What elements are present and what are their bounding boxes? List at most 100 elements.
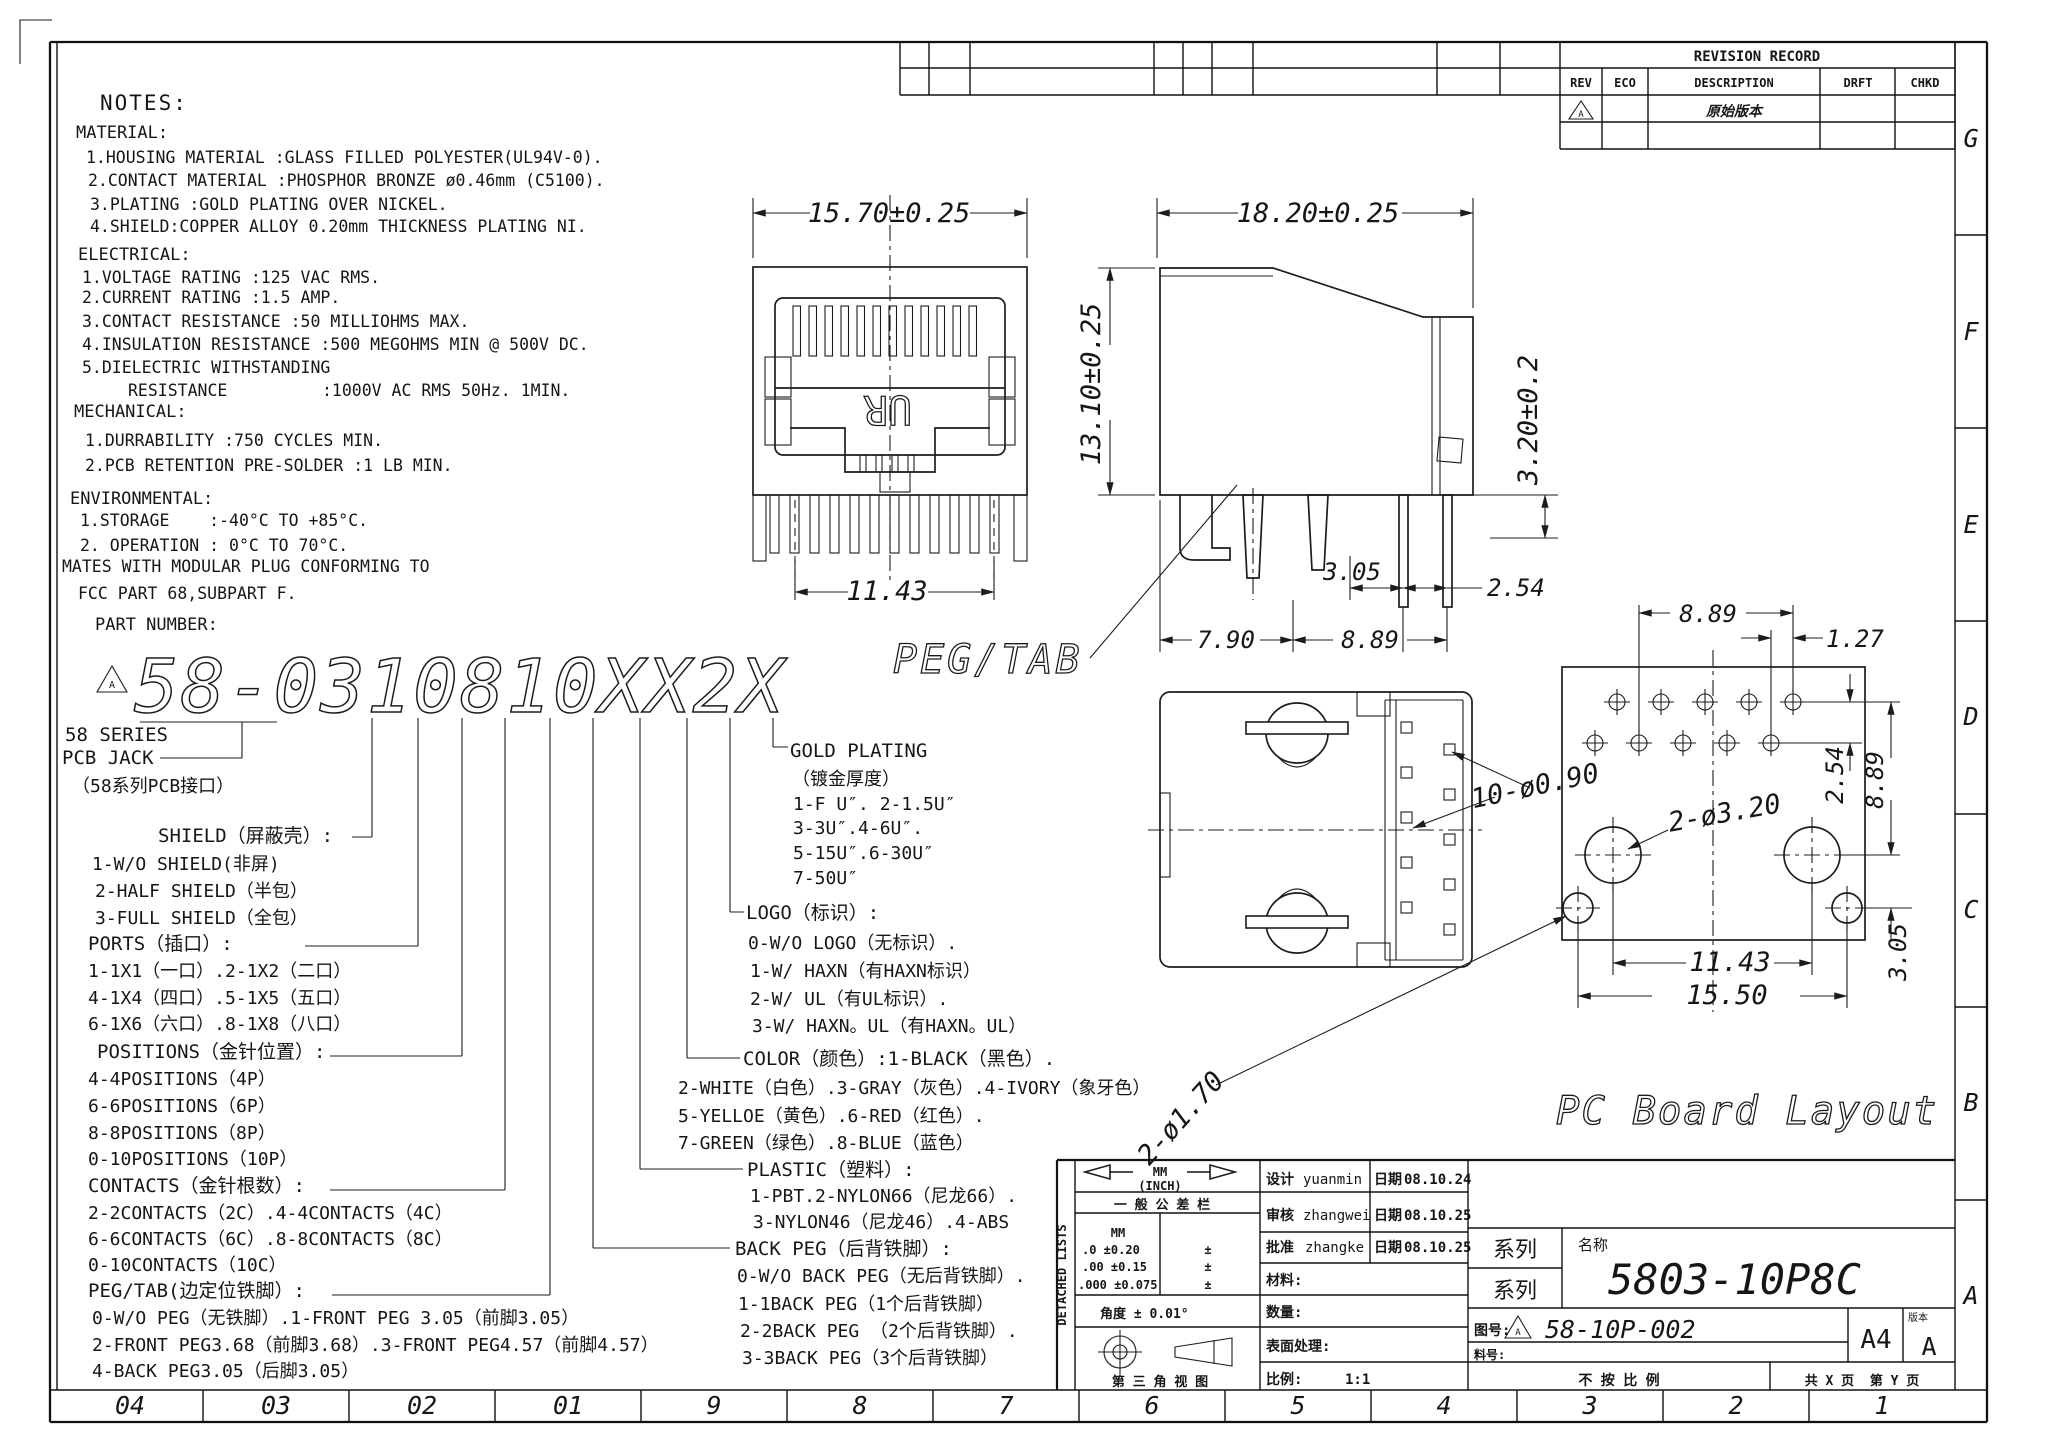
tolerance-unit: MM — [1111, 1226, 1125, 1240]
revision-record-table: REVISION RECORD REV ECO DESCRIPTION DRFT… — [899, 42, 1956, 150]
positions-option: 8-8POSITIONS（8P） — [88, 1123, 276, 1144]
peg-option: 0-W/O PEG（无铁脚）.1-FRONT PEG 3.05（前脚3.05） — [92, 1308, 579, 1329]
units-mm-label: MM — [1153, 1165, 1167, 1179]
pcb-layout: 8.89 1.27 2.54 8.89 3.05 11.43 15.50 2-ø… — [1132, 600, 1937, 1171]
eco-column-header: ECO — [1614, 76, 1636, 90]
back-peg-option: 0-W/O BACK PEG（无后背铁脚）. — [737, 1266, 1026, 1287]
front-width-dim: 15.70±0.25 — [808, 198, 971, 229]
mechanical-note: 1.DURRABILITY :750 CYCLES MIN. — [85, 431, 383, 450]
sheet-frame: G F E D C B A 04 03 02 01 9 8 7 6 5 4 3 … — [19, 19, 1989, 1424]
zone-number: 03 — [261, 1391, 291, 1420]
drawing-no-value: 58-10P-002 — [1545, 1315, 1696, 1344]
electrical-note: RESISTANCE — [128, 381, 227, 400]
pm-symbol: ± — [1204, 1260, 1211, 1274]
zone-number: 8 — [852, 1391, 867, 1420]
contacts-header: CONTACTS（金针根数）: — [88, 1175, 305, 1197]
third-angle-projection-icon — [1098, 1330, 1233, 1374]
detached-lists-label: DETACHED LISTS — [1055, 1224, 1069, 1325]
border-zone-numbers: 04 03 02 01 9 8 7 6 5 4 3 2 1 — [115, 1391, 1890, 1420]
ports-option: 4-1X4（四口）.5-1X5（五口） — [88, 988, 351, 1009]
version-label: 版本 — [1908, 1311, 1928, 1324]
material-header: MATERIAL: — [76, 123, 168, 143]
gold-option: 1-F U″. 2-1.5U″ — [793, 794, 956, 815]
zone-number: 2 — [1728, 1391, 1743, 1420]
front-view: 15.70±0.25 UR — [752, 195, 1028, 607]
mates-note: MATES WITH MODULAR PLUG CONFORMING TO — [62, 557, 430, 576]
tolerance-row: .00 ±0.15 — [1082, 1260, 1147, 1274]
side-legs — [1179, 494, 1453, 608]
material-note: 1.HOUSING MATERIAL :GLASS FILLED POLYEST… — [86, 148, 603, 167]
pm-symbol: ± — [1204, 1278, 1211, 1292]
part-number-label: PART NUMBER: — [95, 615, 218, 635]
description-column-header: DESCRIPTION — [1694, 76, 1773, 90]
corner-notch — [1356, 691, 1391, 717]
zone-number: 9 — [706, 1391, 721, 1420]
positions-option: 6-6POSITIONS（6P） — [88, 1096, 276, 1117]
design-date: 08.10.24 — [1404, 1172, 1471, 1188]
notes-title: NOTES: — [100, 91, 188, 115]
approve-label: 批准 — [1266, 1239, 1294, 1256]
tolerance-row: .0 ±0.20 — [1082, 1243, 1140, 1257]
design-label: 设计 — [1266, 1171, 1294, 1188]
surface-field-label: 表面处理: — [1265, 1338, 1330, 1355]
corner-notch — [1356, 942, 1391, 968]
scale-value: 1:1 — [1345, 1372, 1370, 1388]
side-dim-8-89: 8.89 — [1341, 626, 1399, 654]
zone-number: 7 — [998, 1391, 1013, 1420]
zone-number: 4 — [1436, 1391, 1451, 1420]
back-peg-header: BACK PEG（后背铁脚）: — [735, 1238, 952, 1260]
decoder-left-column: 58 SERIES PCB JACK （58系列PCB接口） SHIELD（屏蔽… — [62, 724, 659, 1382]
series-cell-label: 系列 — [1493, 1279, 1537, 1304]
angle-tolerance: 角度 ± 0.01° — [1100, 1306, 1189, 1322]
date-label: 日期 — [1374, 1208, 1402, 1224]
gold-option: 5-15U″.6-30U″ — [793, 843, 934, 864]
back-peg-option: 1-1BACK PEG（1个后背铁脚） — [738, 1294, 994, 1315]
front-leg-comb — [752, 494, 1028, 562]
peg-option: 4-BACK PEG3.05（后脚3.05） — [92, 1361, 359, 1382]
series-label: 58 SERIES — [65, 724, 168, 746]
rev-column-header: REV — [1570, 76, 1592, 90]
logo-option: 0-W/O LOGO（无标识）. — [748, 933, 957, 954]
side-view: 18.20±0.25 13.10±0.25 3.20±0.2 3.05 2.54… — [892, 198, 1558, 684]
pcb-dim-8-89-top: 8.89 — [1679, 600, 1737, 628]
plastic-option: 3-NYLON46（尼龙46）.4-ABS — [753, 1212, 1009, 1233]
material-note: 3.PLATING :GOLD PLATING OVER NICKEL. — [90, 195, 448, 214]
peg-tab-label: PEG/TAB — [893, 637, 1083, 683]
zone-number: 01 — [553, 1391, 583, 1420]
electrical-header: ELECTRICAL: — [78, 245, 191, 265]
plastic-option: 1-PBT.2-NYLON66（尼龙66）. — [750, 1186, 1017, 1207]
pcb-dim-11-43: 11.43 — [1689, 947, 1770, 978]
zone-number: 1 — [1874, 1391, 1889, 1420]
logo-option: 3-W/ HAXN。UL（有HAXN。UL） — [752, 1016, 1026, 1037]
pin-hole-callout: 10-ø0.90 — [1468, 758, 1602, 815]
zone-number: 6 — [1144, 1391, 1159, 1420]
name-cell-label: 名称 — [1578, 1236, 1608, 1254]
pcb-dim-1-27: 1.27 — [1826, 625, 1884, 653]
color-option: 2-WHITE（白色）.3-GRAY（灰色）.4-IVORY（象牙色） — [678, 1078, 1150, 1099]
peg-header: PEG/TAB(边定位铁脚）: — [88, 1280, 305, 1302]
shield-option: 3-FULL SHIELD（全包） — [95, 908, 308, 929]
paper-size: A4 — [1860, 1325, 1891, 1355]
pcb-peg-holes — [1556, 817, 1869, 930]
zone-letter: C — [1963, 895, 1978, 924]
ports-option: 6-1X6（六口）.8-1X8（八口） — [88, 1014, 351, 1035]
revision-record-title: REVISION RECORD — [1694, 49, 1820, 65]
zone-number: 3 — [1581, 1391, 1597, 1420]
check-label: 审核 — [1266, 1207, 1294, 1224]
version-value: A — [1921, 1332, 1936, 1361]
pcb-outline — [1561, 666, 1866, 941]
part-number-triangle-icon — [96, 664, 128, 693]
side-dim-7-90: 7.90 — [1197, 626, 1255, 654]
pcb-dim-2-54: 2.54 — [1821, 746, 1849, 804]
plastic-header: PLASTIC（塑料）: — [747, 1159, 915, 1181]
pcb-dim-15-50: 15.50 — [1686, 980, 1767, 1011]
side-depth-dim: 18.20±0.25 — [1237, 198, 1400, 229]
drawing-no-triangle-icon — [1504, 1314, 1532, 1339]
projection-label: 第 三 角 视 图 — [1112, 1374, 1208, 1390]
electrical-note: :1000V AC RMS 50Hz. 1MIN. — [322, 381, 570, 400]
zone-letter: A — [1961, 1281, 1978, 1310]
revision-triangle-icon — [1567, 100, 1595, 120]
electrical-note: 4.INSULATION RESISTANCE :500 MEGOHMS MIN… — [82, 335, 589, 354]
gold-option: 3-3U″.4-6U″. — [793, 818, 923, 839]
contacts-option: 0-10CONTACTS（10C） — [88, 1255, 287, 1276]
